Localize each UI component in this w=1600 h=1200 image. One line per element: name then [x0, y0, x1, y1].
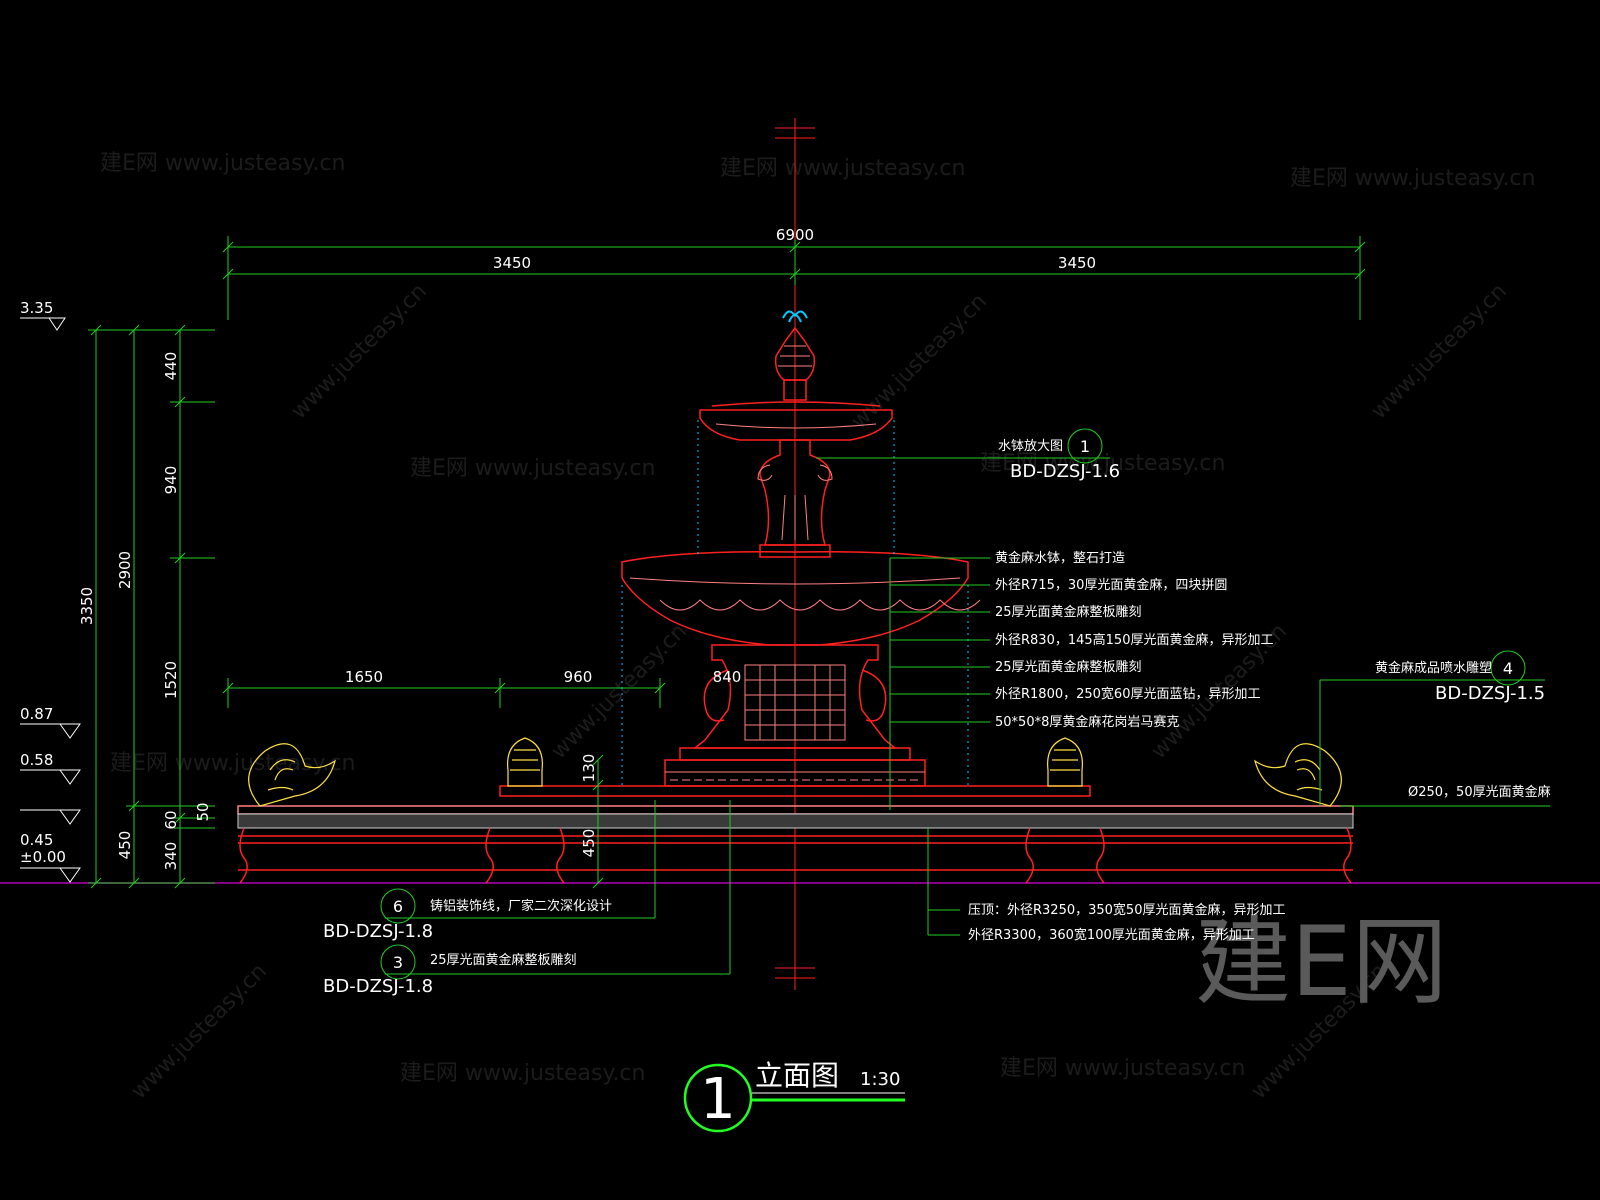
- watermark-text: 建E网 www.justeasy.cn: [100, 151, 345, 176]
- level-0-87: 0.87: [20, 705, 53, 723]
- watermark-url: www.justeasy.cn: [1367, 279, 1512, 424]
- dim-height-450: 450: [116, 831, 134, 860]
- ref6-num: 6: [393, 897, 403, 916]
- watermark-text: 建E网 www.justeasy.cn: [400, 1061, 645, 1086]
- dim-height-130: 130: [580, 754, 598, 783]
- dim-half-left: 3450: [493, 254, 531, 272]
- ref1-code: BD-DZSJ-1.6: [1010, 461, 1120, 482]
- callout-text: 水钵放大图 1 BD-DZSJ-1.6 黄金麻水钵，整石打造 外径R715，30…: [323, 437, 1551, 997]
- ref1-num: 1: [1080, 437, 1090, 456]
- dim-inner-1: 1650: [345, 668, 383, 686]
- watermark-text: 建E网 www.justeasy.cn: [410, 456, 655, 481]
- dim-height-450b: 450: [580, 829, 598, 858]
- ref3-label: 25厚光面黄金麻整板雕刻: [430, 952, 577, 968]
- pool-wall: [238, 827, 1353, 884]
- note-6: 外径R1800，250宽60厚光面蓝钻，异形加工: [995, 686, 1260, 702]
- shell-sculpture-icon: [248, 743, 1342, 807]
- dim-height-60: 60: [162, 810, 180, 829]
- watermark-text: 建E网 www.justeasy.cn: [110, 751, 355, 776]
- watermark-text: 建E网 www.justeasy.cn: [980, 451, 1225, 476]
- note-4: 外径R830，145高150厚光面黄金麻，异形加工: [995, 632, 1273, 648]
- note-5: 25厚光面黄金麻整板雕刻: [995, 659, 1142, 675]
- ref6-label: 铸铝装饰线，厂家二次深化设计: [430, 898, 612, 914]
- pineapple-ornament-icon: [507, 737, 1083, 787]
- ref3-num: 3: [393, 953, 403, 972]
- watermark-url: www.justeasy.cn: [287, 279, 432, 424]
- lattice-panel: [744, 664, 846, 741]
- ref1-label: 水钵放大图: [998, 439, 1063, 454]
- level-top: 3.35: [20, 299, 53, 317]
- water-drip: [621, 420, 969, 785]
- dim-height-1520: 1520: [162, 661, 180, 699]
- watermark-logo: 建E网: [1195, 906, 1448, 1018]
- dim-height-940: 940: [162, 466, 180, 495]
- dim-total-width: 6900: [776, 226, 814, 244]
- watermark-text: 建E网 www.justeasy.cn: [720, 156, 965, 181]
- lower-bowl: [621, 550, 969, 646]
- note-9: 压顶：外径R3250，350宽50厚光面黄金麻，异形加工: [968, 902, 1285, 918]
- note-3: 25厚光面黄金麻整板雕刻: [995, 604, 1142, 620]
- finial-detail: [778, 345, 812, 367]
- dimension-text: 6900 3450 3450 1650 960 840 440 940 1520…: [20, 226, 1096, 870]
- fountain: [237, 310, 1354, 884]
- watermark-layer: 建E网 www.justeasy.cn 建E网 www.justeasy.cn …: [100, 151, 1535, 1104]
- dim-height-340: 340: [162, 842, 180, 871]
- note-2: 外径R715，30厚光面黄金麻，四块拼圆: [995, 577, 1227, 593]
- scroll-ornament-icon: [703, 669, 887, 722]
- title-text: 立面图: [755, 1059, 839, 1092]
- ref4-num: 4: [1503, 659, 1513, 678]
- ref6-code: BD-DZSJ-1.8: [323, 921, 433, 942]
- level-ground: ±0.00: [20, 848, 66, 866]
- watermark-url: www.justeasy.cn: [547, 619, 692, 764]
- watermark-text: 建E网 www.justeasy.cn: [1000, 1056, 1245, 1081]
- dim-height-50: 50: [194, 802, 212, 821]
- dimension-lines: [20, 236, 1366, 889]
- dim-height-3350: 3350: [78, 587, 96, 625]
- level-0-45: 0.45: [20, 831, 53, 849]
- ref4-label: 黄金麻成品喷水雕塑: [1375, 660, 1492, 676]
- title-scale: 1:30: [860, 1069, 900, 1090]
- upper-bowl: [699, 409, 893, 441]
- watermark-url: www.justeasy.cn: [127, 959, 272, 1104]
- ref4-code: BD-DZSJ-1.5: [1435, 683, 1545, 704]
- ref3-code: BD-DZSJ-1.8: [323, 976, 433, 997]
- note-8: Ø250，50厚光面黄金麻: [1408, 784, 1551, 800]
- leader-lines: [380, 428, 1550, 980]
- watermark-text: 建E网 www.justeasy.cn: [1290, 166, 1535, 191]
- dim-inner-2: 960: [564, 668, 593, 686]
- coping: [237, 813, 1354, 829]
- level-0-58: 0.58: [20, 751, 53, 769]
- note-1: 黄金麻水钵，整石打造: [995, 550, 1125, 566]
- dim-height-2900: 2900: [116, 551, 134, 589]
- note-7: 50*50*8厚黄金麻花岗岩马赛克: [995, 714, 1179, 730]
- pool-rim: [499, 785, 1091, 797]
- watermark-url: www.justeasy.cn: [847, 289, 992, 434]
- dim-height-440: 440: [162, 352, 180, 381]
- water-jet-icon: [782, 310, 808, 323]
- title-number: 1: [700, 1067, 736, 1132]
- title-block: 1 立面图 1:30: [683, 1059, 905, 1133]
- note-10: 外径R3300，360宽100厚光面黄金麻，异形加工: [968, 927, 1255, 943]
- dim-inner-3: 840: [713, 668, 742, 686]
- dim-half-right: 3450: [1058, 254, 1096, 272]
